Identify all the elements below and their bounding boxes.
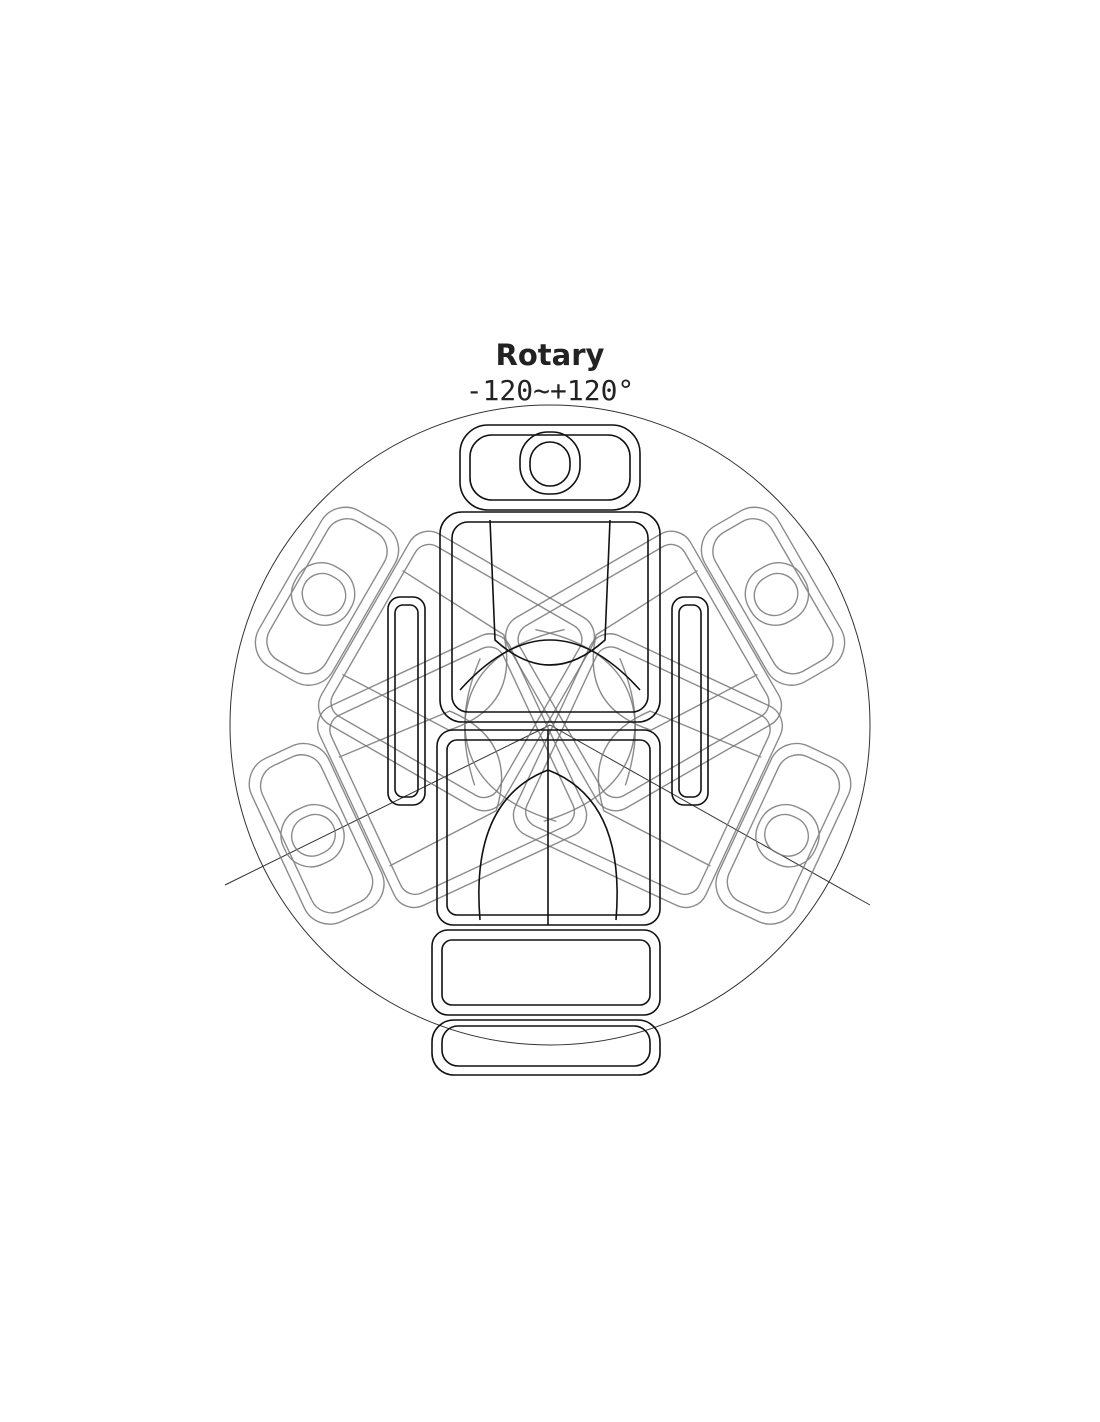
foot-rest [431, 1019, 661, 1076]
rotation-circle [229, 404, 871, 1046]
chair-ghost-plus-60 [496, 479, 866, 820]
chair-ghost-minus-120 [230, 625, 595, 953]
armrest-left [387, 596, 426, 806]
diagram-title: Rotary [495, 338, 605, 372]
chair-main [387, 424, 709, 1076]
chair-ghost-plus-120 [505, 625, 870, 953]
leg-rest [431, 929, 661, 1016]
armrest-right [671, 596, 709, 806]
rotation-range-label: -120~+120° [465, 374, 635, 407]
limit-line-right [549, 724, 871, 906]
